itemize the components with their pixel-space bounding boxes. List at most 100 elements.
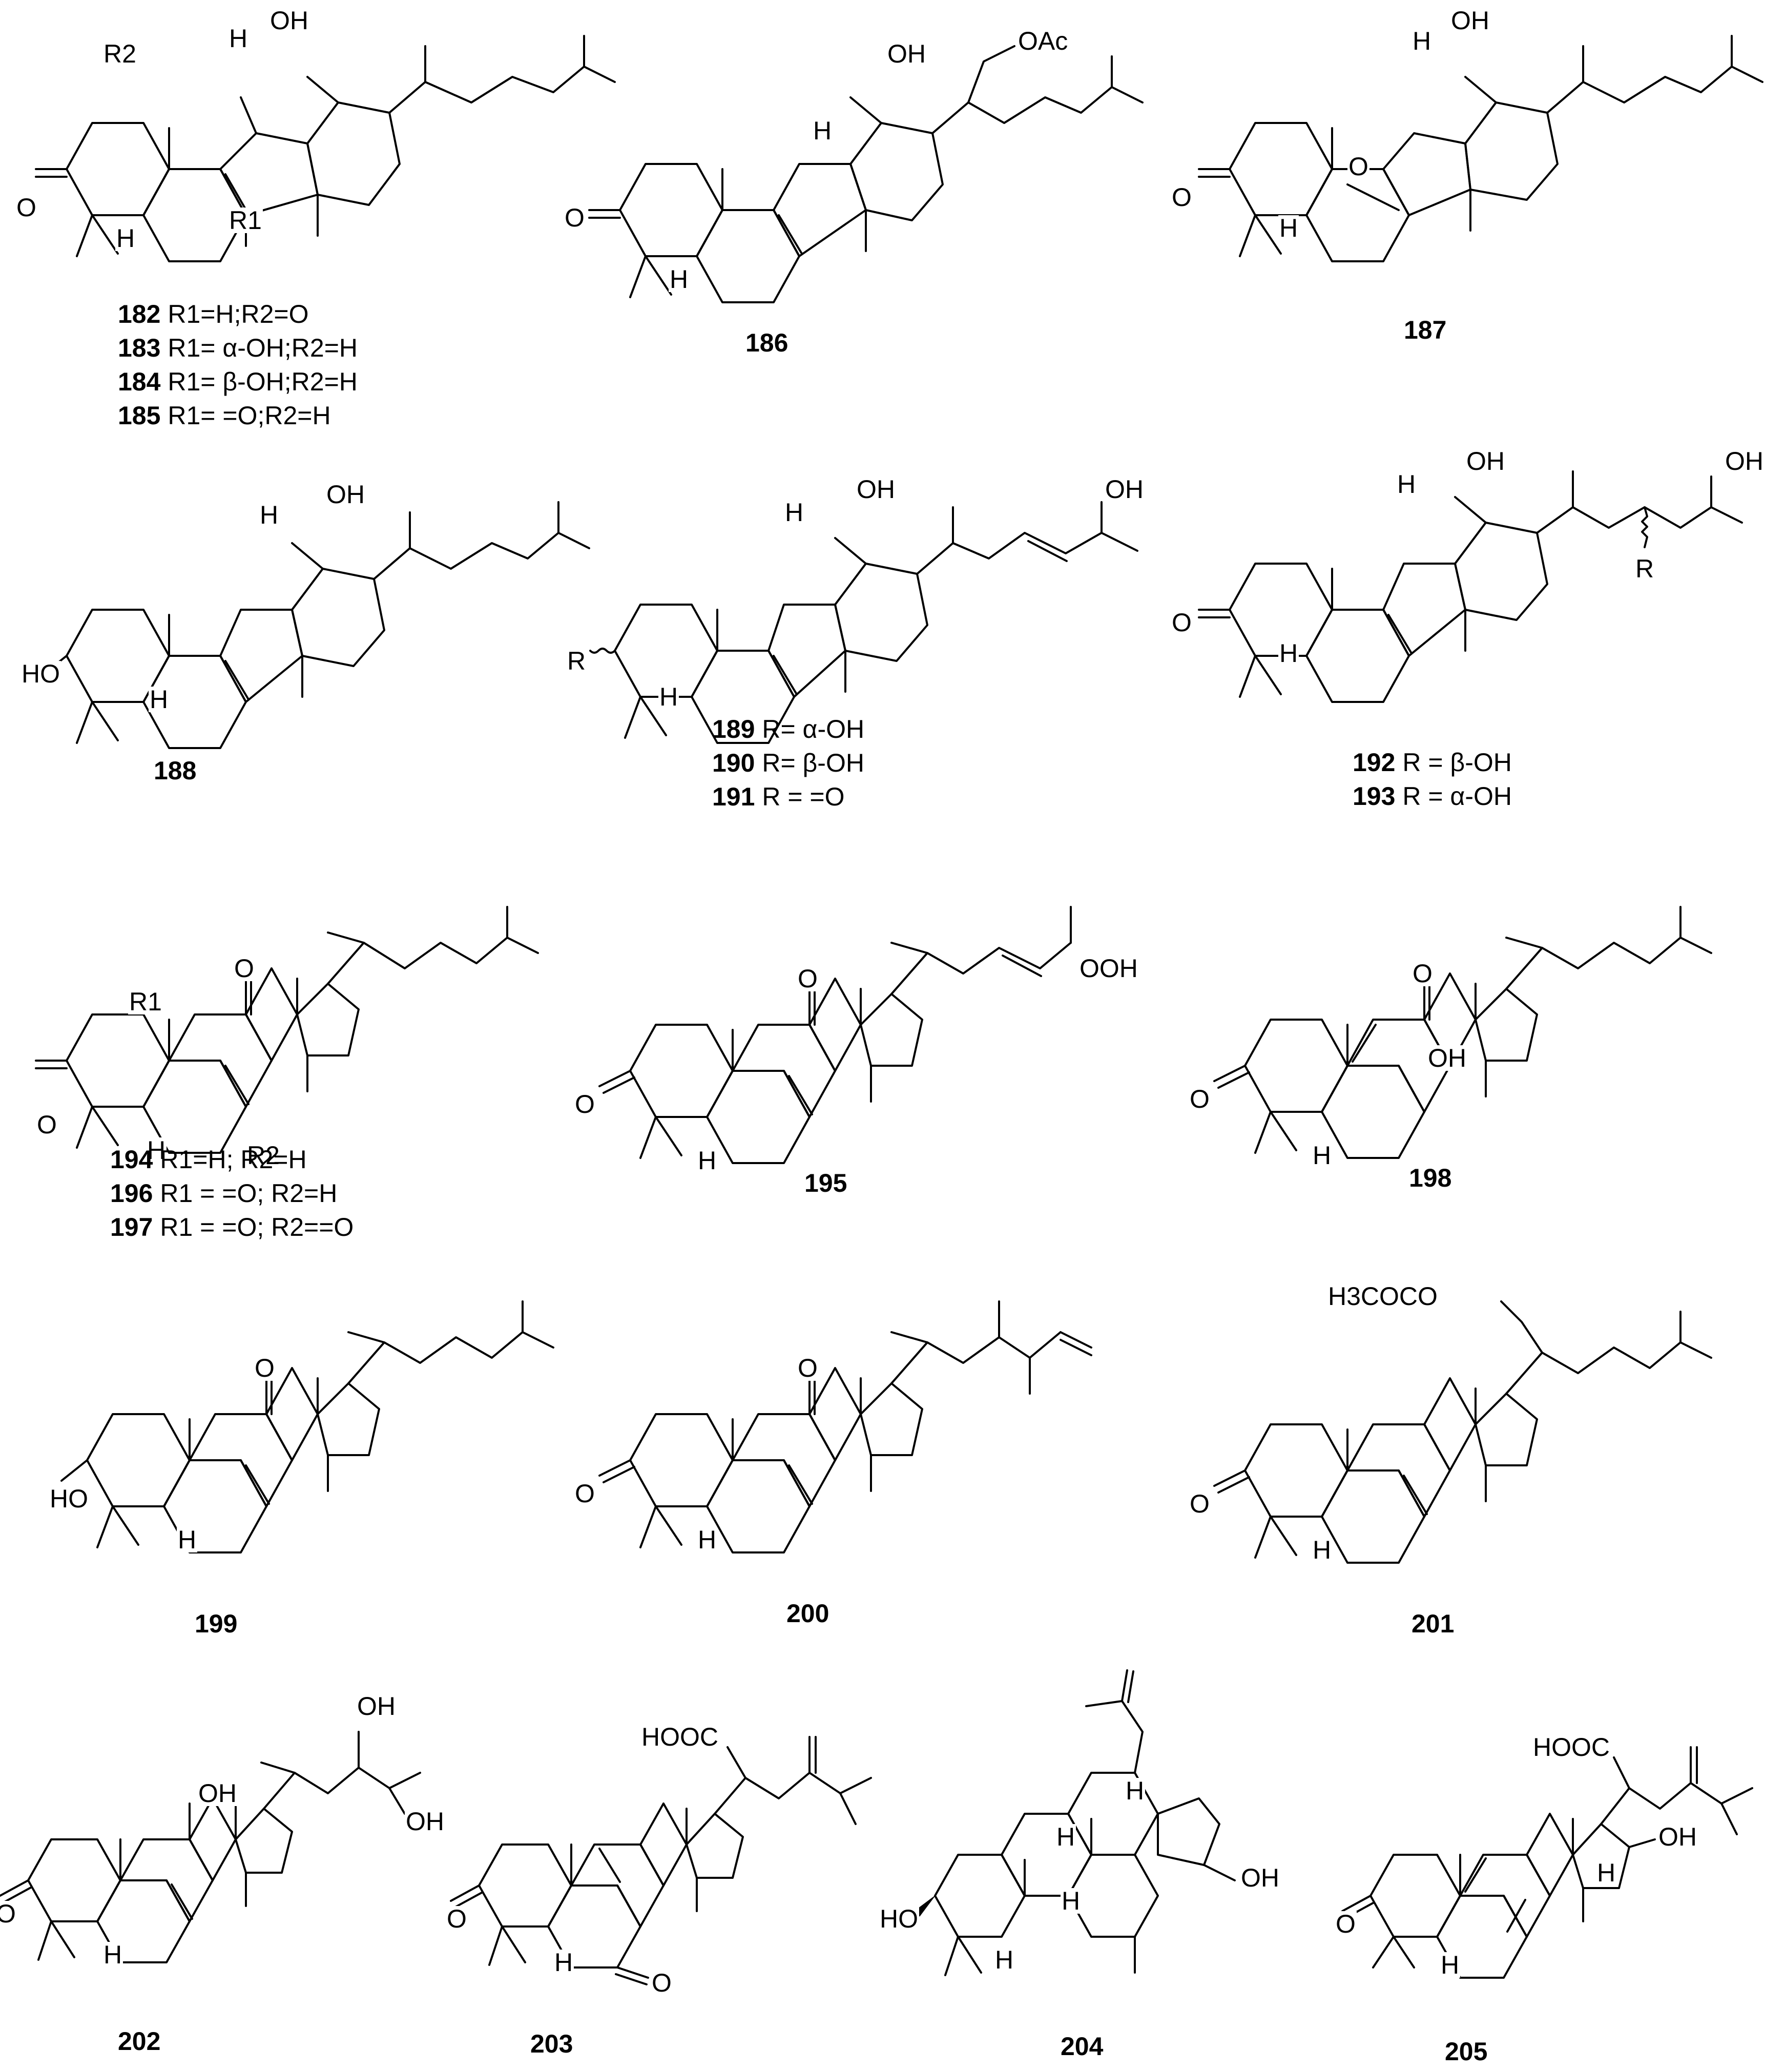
atom-oh: OH (856, 475, 896, 504)
compound-189: OH H OH R H 189 R= α-OH 190 R= β-OH 191 … (566, 451, 1168, 840)
atom-o: O (233, 954, 255, 983)
compound-203: HOOC O H O 203 (446, 1670, 902, 2072)
atom-h: H (228, 24, 249, 53)
atom-o: O (574, 1479, 596, 1508)
atom-o: O (797, 1354, 819, 1382)
legend-189: 189 R= α-OH 190 R= β-OH 191 R = =O (712, 715, 865, 811)
atom-h: H (812, 116, 833, 145)
atom-h: H (1061, 1887, 1082, 1915)
atom-h: H (102, 1940, 123, 1969)
atom-h: H (259, 501, 280, 529)
atom-oh: OH (886, 39, 927, 68)
atom-r2: R2 (102, 39, 137, 68)
compound-number: 199 (195, 1609, 238, 1638)
compound-192: OH H OH R O H 192 R = β-OH 193 R = α-OH (1171, 447, 1783, 840)
atom-o: O (1171, 608, 1193, 637)
atom-oh: OH (1657, 1822, 1698, 1851)
atom-oac: OAc (1017, 27, 1069, 55)
atom-o: O (797, 964, 819, 993)
atom-o: O (36, 1110, 58, 1139)
atom-o: O (651, 1969, 673, 1997)
atom-h: H (146, 1136, 167, 1165)
compound-195: O OOH O H 195 (574, 851, 1168, 1240)
compound-182: R2 OH H O H R1 182 R1=H;R2=O 183 R1= α-O… (0, 0, 616, 430)
atom-o: O (0, 1901, 17, 1926)
atom-h: H (658, 682, 679, 711)
structure-202 (0, 1731, 421, 1963)
structure-201 (1213, 1300, 1712, 1564)
atom-ho: HO (49, 1484, 89, 1513)
legend-194: 194 R1=H; R2=H 196 R1 = =O; R2=H 197 R1 … (110, 1145, 354, 1241)
atom-ooh: OOH (1078, 954, 1139, 983)
compound-198: O OH O H 198 (1189, 851, 1783, 1240)
atom-oh: OH (1240, 1863, 1280, 1892)
atom-o: O (15, 193, 37, 222)
atom-o: O (1189, 1489, 1211, 1518)
atom-r1: R1 (228, 206, 263, 235)
atom-h: H (697, 1525, 718, 1554)
atom-o: O (1171, 183, 1193, 212)
atom-o-epoxide: O (1347, 152, 1369, 181)
structure-195 (598, 906, 1072, 1164)
compound-number: 201 (1412, 1609, 1455, 1638)
atom-r: R (566, 647, 587, 675)
structure-186 (588, 45, 1144, 303)
compound-187: OH H O O H 187 (1171, 0, 1783, 420)
legend-182: 182 R1=H;R2=O 183 R1= α-OH;R2=H 184 R1= … (118, 300, 358, 430)
atom-h: H (1396, 470, 1417, 499)
atom-o: O (254, 1354, 276, 1382)
atom-o: O (564, 203, 586, 232)
compound-number: 205 (1445, 2037, 1488, 2066)
atom-o: O (446, 1904, 468, 1933)
compound-number: 186 (745, 328, 788, 357)
compound-188: OH H HO H 188 (0, 451, 594, 840)
structure-198 (1213, 906, 1712, 1159)
structure-205 (1341, 1746, 1753, 1979)
atom-h: H (1312, 1536, 1333, 1564)
atom-o: O (1335, 1910, 1357, 1938)
compound-number: 195 (804, 1169, 847, 1197)
atom-h: H (553, 1948, 574, 1977)
atom-r: R (1634, 554, 1655, 583)
compound-205: HOOC OH H O H 205 (1335, 1670, 1785, 2072)
atom-h: H (149, 685, 170, 714)
atom-oh: OH (269, 6, 309, 35)
compound-number: 200 (786, 1599, 829, 1628)
atom-h: H (784, 498, 805, 527)
legend-192: 192 R = β-OH 193 R = α-OH (1353, 748, 1512, 811)
structure-182 (35, 35, 616, 262)
compound-200: O O H 200 (574, 1250, 1168, 1650)
atom-h: H (994, 1945, 1015, 1974)
atom-h: H (177, 1525, 198, 1554)
atom-h: H (669, 265, 690, 294)
structure-192 (1198, 470, 1743, 703)
atom-ho: HO (879, 1904, 919, 1933)
atom-oh: OH (1465, 447, 1506, 475)
atom-oh: OH (1724, 447, 1765, 475)
compound-number: 187 (1404, 316, 1447, 344)
compound-199: O HO H 199 (0, 1250, 594, 1650)
atom-oh: OH (1104, 475, 1145, 504)
atom-oh: OH (1427, 1044, 1467, 1072)
compound-201: H3COCO O H 201 (1189, 1250, 1783, 1650)
atom-h: H (1278, 639, 1299, 668)
atom-ho: HO (20, 659, 61, 688)
atom-h: H (1440, 1951, 1461, 1979)
structure-188 (40, 501, 590, 749)
atom-r2: R2 (246, 1141, 281, 1170)
atom-h: H (1412, 27, 1433, 55)
atom-h: H (1596, 1858, 1617, 1887)
atom-h: H (1055, 1822, 1076, 1851)
compound-186: OH OAc H O H 186 (564, 0, 1168, 420)
atom-h: H (1312, 1141, 1333, 1170)
structure-189 (589, 501, 1138, 744)
atom-oh: OH (356, 1692, 397, 1721)
atom-oh: OH (197, 1779, 238, 1808)
atom-hooc: HOOC (640, 1723, 719, 1751)
atom-h: H (1278, 214, 1299, 242)
atom-r1: R1 (128, 987, 163, 1016)
compound-number: 198 (1409, 1164, 1452, 1192)
atom-hooc: HOOC (1532, 1733, 1611, 1762)
atom-o: O (1412, 959, 1434, 988)
atom-h3coco: H3COCO (1327, 1282, 1439, 1311)
